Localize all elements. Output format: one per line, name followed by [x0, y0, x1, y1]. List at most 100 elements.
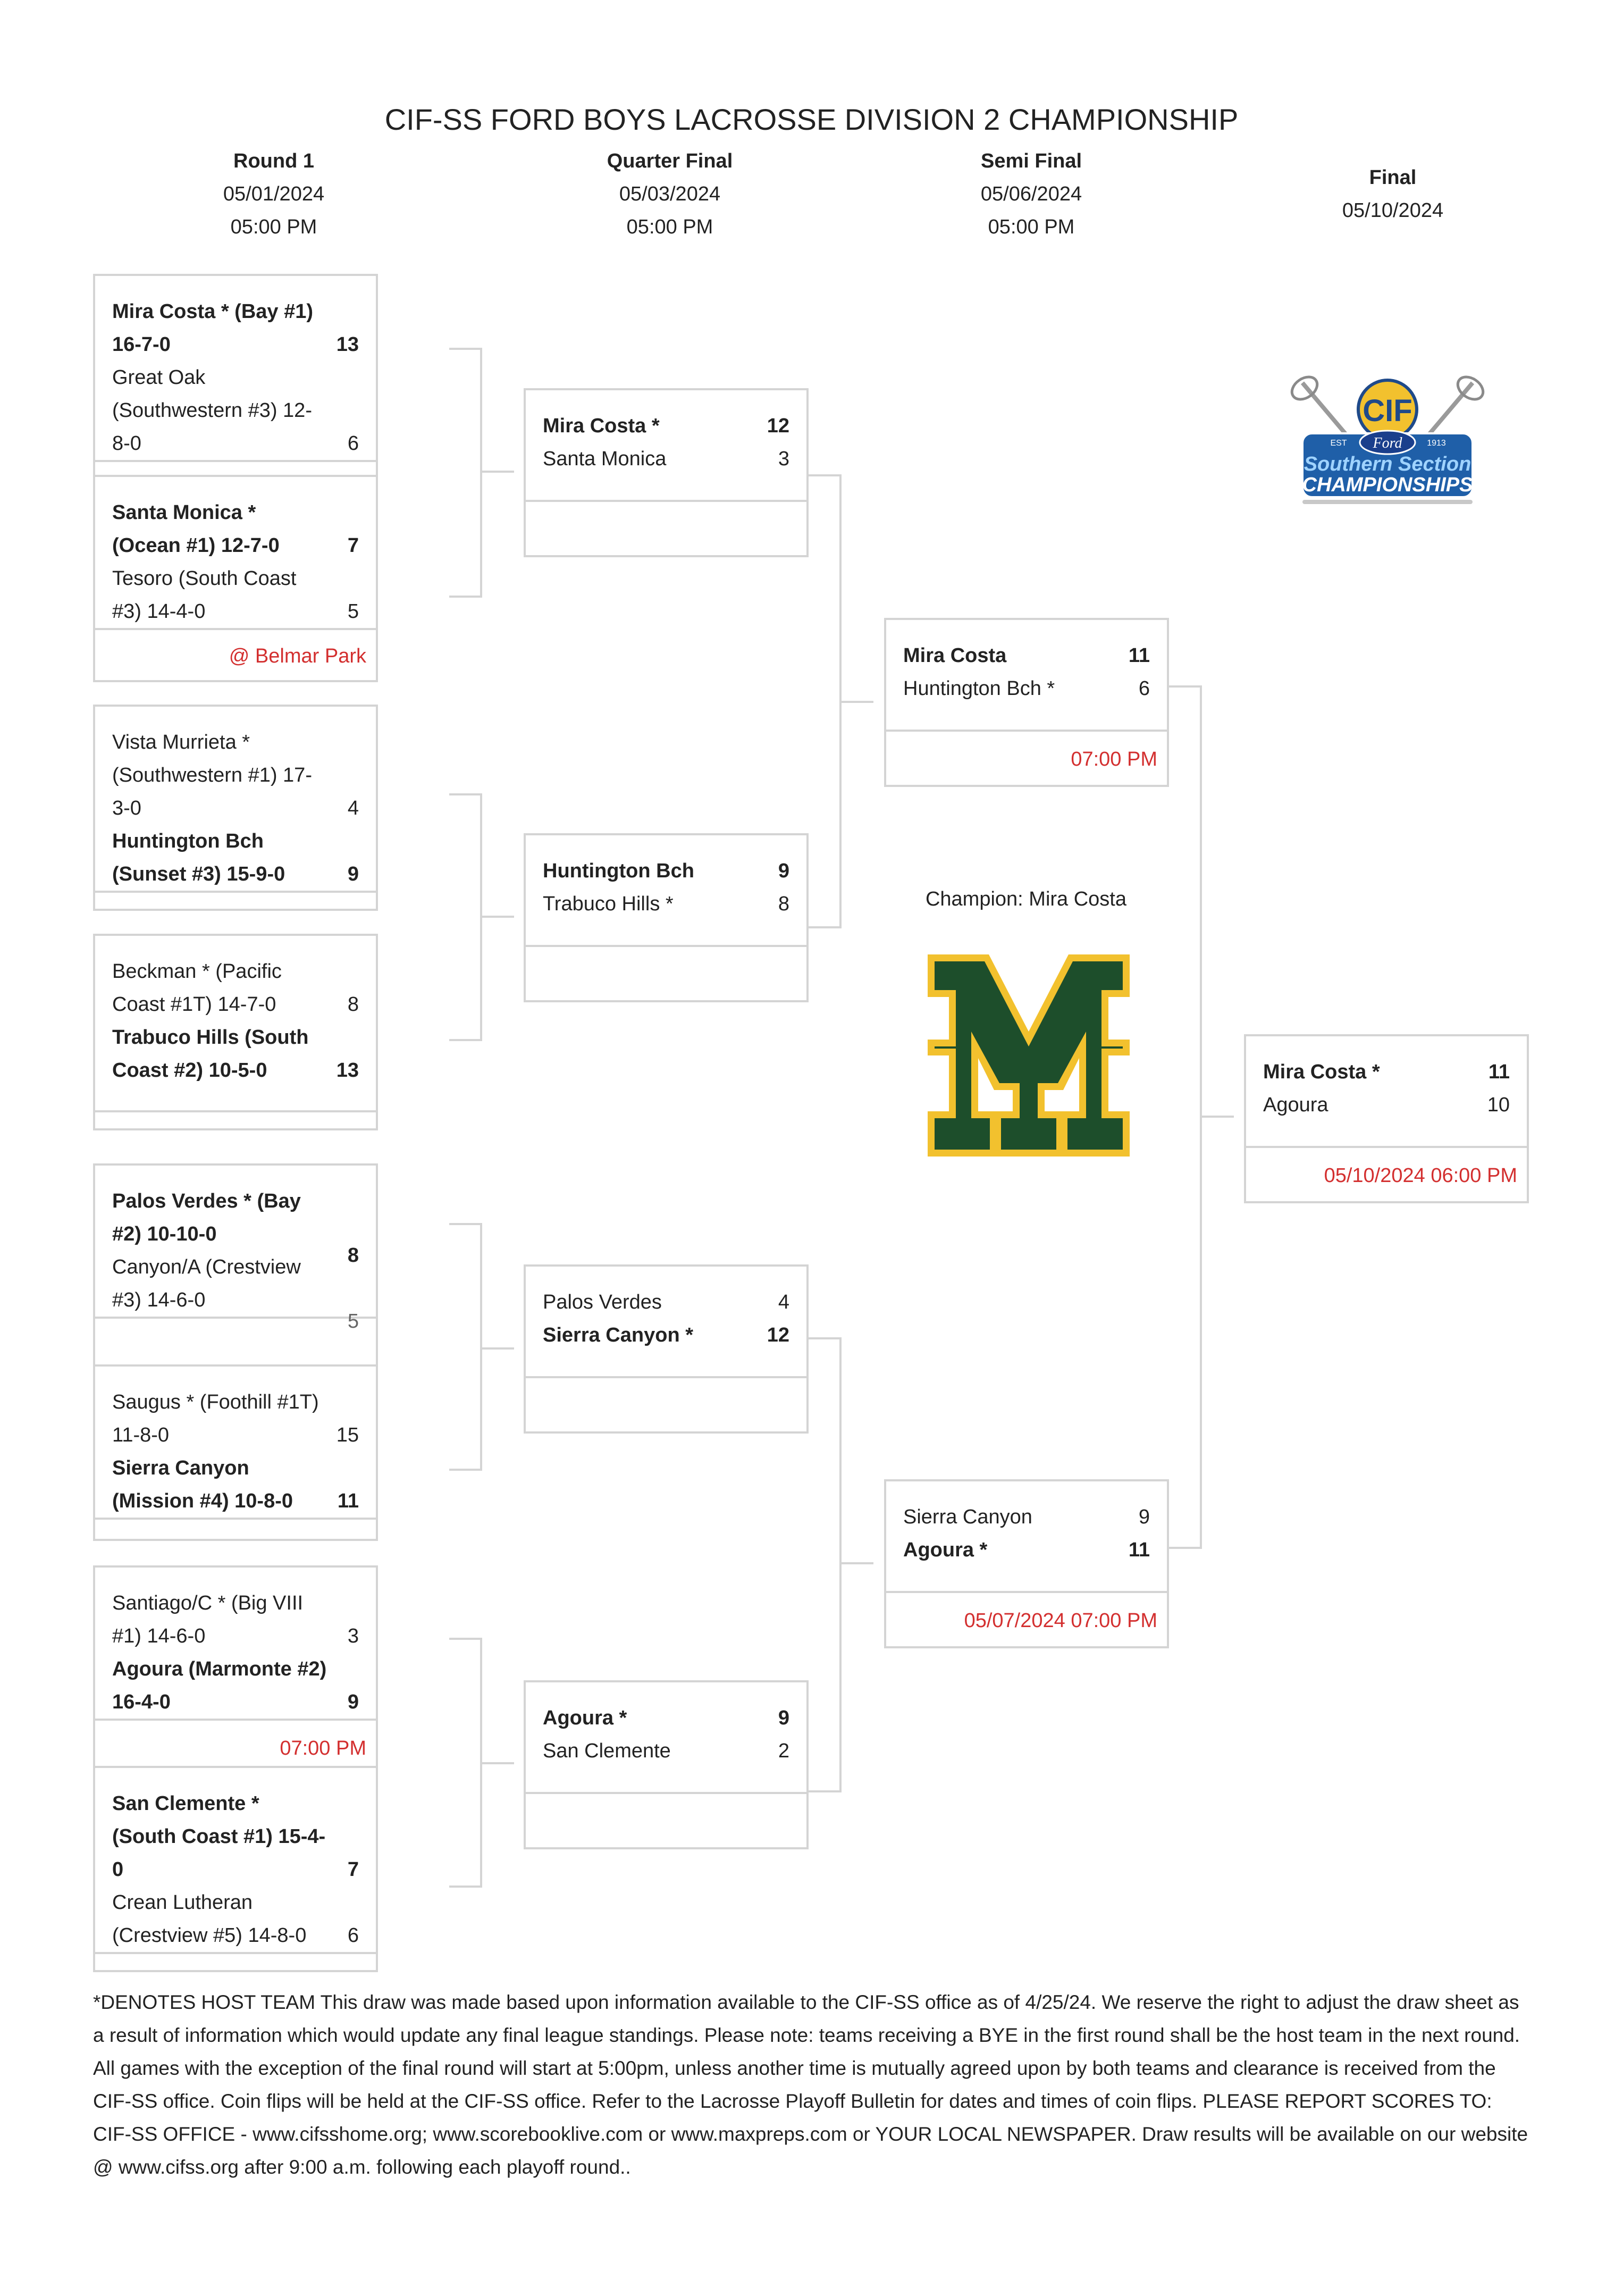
team-row: Crean Lutheran (Crestview #5) 14-8-0 6	[95, 1886, 376, 1952]
team-score: 12	[767, 415, 789, 437]
round-time: 05:00 PM	[626, 216, 713, 238]
round-header-semi-final: Semi Final 05/06/2024 05:00 PM	[909, 145, 1154, 244]
team-score: 9	[778, 1707, 789, 1729]
team-name: Mira Costa * (Bay #1) 16-7-0	[112, 300, 314, 356]
round-name: Round 1	[233, 150, 314, 172]
team-score: 3	[778, 448, 789, 470]
team-score: 4	[347, 797, 359, 819]
quarter-match-2: Huntington Bch 9 Trabuco Hills * 8	[524, 833, 809, 1002]
round-date: 05/03/2024	[619, 183, 721, 205]
round-header-quarter-final: Quarter Final 05/03/2024 05:00 PM	[548, 145, 792, 244]
team-score: 11	[1128, 1539, 1150, 1561]
footer-notes: *DENOTES HOST TEAM This draw was made ba…	[93, 1991, 1528, 2178]
team-name: Huntington Bch (Sunset #3) 15-9-0	[112, 830, 285, 885]
team-name: Trabuco Hills (South Coast #2) 10-5-0	[112, 1026, 309, 1082]
team-name: Crean Lutheran (Crestview #5) 14-8-0	[112, 1891, 307, 1947]
team-score: 7	[347, 534, 359, 557]
round-header-final: Final 05/10/2024	[1271, 161, 1515, 227]
team-score: 10	[1487, 1094, 1510, 1116]
team-score: 11	[1128, 644, 1150, 667]
team-score: 8	[347, 993, 359, 1016]
logo-cif-text: CIF	[1363, 393, 1412, 428]
team-score: 9	[347, 1691, 359, 1713]
match-note	[95, 1518, 376, 1539]
match-note: 07:00 PM	[95, 1719, 376, 1774]
team-name: Huntington Bch	[543, 860, 694, 882]
match-note: @ Belmar Park	[95, 628, 376, 680]
bracket-connector	[842, 1562, 873, 1564]
team-name: Trabuco Hills *	[543, 893, 674, 915]
team-row: Great Oak (Southwestern #3) 12-8-0 6	[95, 361, 376, 460]
team-row: Agoura *11	[886, 1534, 1167, 1566]
team-name: Great Oak (Southwestern #3) 12-8-0	[112, 366, 312, 455]
team-name: Mira Costa *	[543, 415, 660, 437]
match-note	[95, 1317, 376, 1372]
champion-label: Champion: Mira Costa	[925, 888, 1127, 910]
match-note	[526, 1376, 806, 1431]
bracket-connector	[482, 1762, 514, 1764]
match-note	[526, 945, 806, 1000]
round-time: 05:00 PM	[230, 216, 317, 238]
logo-badge-right: 1913	[1427, 439, 1446, 448]
logo-championships-text: CHAMPIONSHIPS	[1302, 474, 1473, 496]
team-row: Agoura 10	[1246, 1088, 1527, 1121]
round-date: 05/01/2024	[223, 183, 325, 205]
team-score: 9	[347, 863, 359, 885]
team-name: Sierra Canyon *	[543, 1324, 693, 1346]
team-name: Mira Costa	[903, 644, 1007, 667]
team-name: San Clemente	[543, 1740, 671, 1762]
team-score: 11	[1488, 1061, 1510, 1083]
team-name: Santa Monica * (Ocean #1) 12-7-0	[112, 501, 280, 557]
team-name: Tesoro (South Coast #3) 14-4-0	[112, 567, 297, 623]
team-score: 8	[778, 893, 789, 915]
bracket-connector	[449, 793, 482, 1041]
team-score: 12	[767, 1324, 789, 1346]
team-score: 4	[778, 1291, 789, 1313]
team-score: 6	[347, 432, 359, 455]
team-row: Mira Costa * 12	[526, 409, 806, 442]
team-row: Santa Monica * (Ocean #1) 12-7-0 7	[95, 496, 376, 562]
semi-match-1: Mira Costa 11 Huntington Bch * 6 07:00 PM	[884, 618, 1169, 787]
team-row: Sierra Canyon * 12	[526, 1319, 806, 1352]
bracket-connector	[482, 1347, 514, 1350]
team-row: Trabuco Hills * 8	[526, 887, 806, 920]
match-note	[95, 460, 376, 479]
team-score: 8	[347, 1244, 359, 1267]
match-note	[526, 1792, 806, 1847]
page-title: CIF-SS FORD BOYS LACROSSE DIVISION 2 CHA…	[384, 103, 1239, 136]
round-date: 05/10/2024	[1342, 199, 1444, 222]
round-header-round1: Round 1 05/01/2024 05:00 PM	[152, 145, 396, 244]
team-score: 6	[347, 1924, 359, 1947]
team-score: 6	[1138, 677, 1150, 700]
bracket-connector	[809, 1337, 842, 1792]
team-name: Agoura *	[543, 1707, 627, 1729]
team-row: Huntington Bch 9	[526, 854, 806, 887]
logo-southern-section-text: Southern Section	[1304, 453, 1471, 475]
team-name: Huntington Bch *	[903, 677, 1055, 700]
match-note: 07:00 PM	[886, 730, 1167, 785]
logo-ford-text: Ford	[1373, 435, 1403, 451]
round-date: 05/06/2024	[980, 183, 1082, 205]
match-note: 05/10/2024 06:00 PM	[1246, 1146, 1527, 1201]
team-name: Agoura	[1263, 1094, 1328, 1116]
cif-championships-logo: CIF Ford EST 1913 Southern Section CHAMP…	[1290, 375, 1485, 504]
match-note	[95, 891, 376, 909]
team-score: 9	[778, 860, 789, 882]
bracket-connector	[449, 348, 482, 598]
team-name: Sierra Canyon	[903, 1506, 1032, 1528]
team-name: Vista Murrieta * (Southwestern #1) 17-3-…	[112, 731, 312, 819]
